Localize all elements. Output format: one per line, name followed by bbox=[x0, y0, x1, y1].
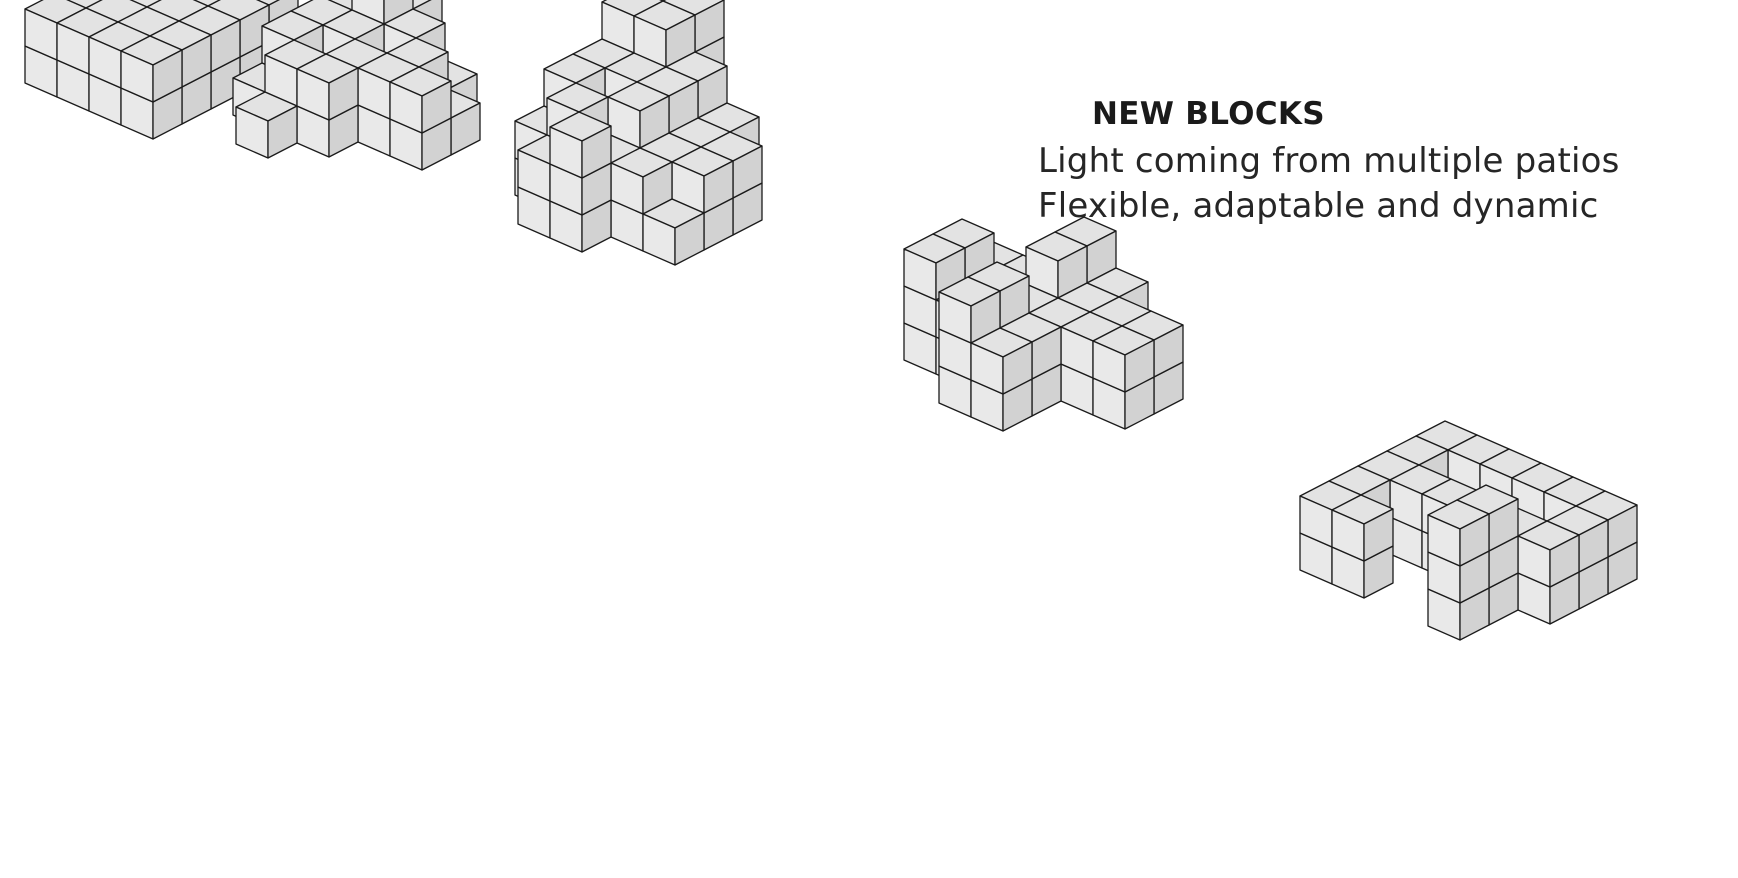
caption-title: NEW BLOCKS bbox=[1092, 94, 1620, 134]
caption-line-light: Light coming from multiple patios bbox=[1038, 139, 1620, 184]
block-cluster-cross bbox=[904, 217, 1183, 431]
block-cluster-tall-stepped bbox=[515, 0, 762, 265]
block-cluster-stepped-patio bbox=[233, 0, 480, 170]
caption-line-flexible: Flexible, adaptable and dynamic bbox=[1038, 184, 1620, 229]
block-cluster-courtyard bbox=[1300, 421, 1637, 640]
caption-block: NEW BLOCKS Light coming from multiple pa… bbox=[1038, 94, 1620, 229]
